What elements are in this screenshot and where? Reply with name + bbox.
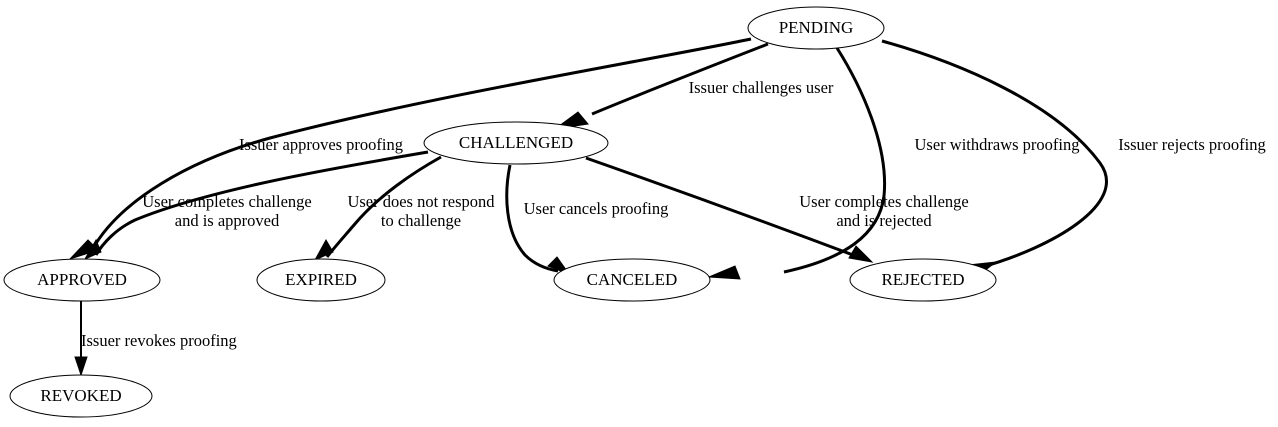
- edge-challenged-approved-arrowhead: [69, 239, 99, 260]
- edge-pending-rejected-path: [881, 39, 1108, 269]
- node-rejected-ellipse: [849, 258, 997, 302]
- edge-approved-revoked[interactable]: Issuer revokes proofing: [74, 301, 237, 377]
- edge-pending-challenged-path: [591, 42, 769, 116]
- node-approved[interactable]: APPROVED: [3, 258, 161, 302]
- node-rejected[interactable]: REJECTED: [849, 258, 997, 302]
- edge-challenged-canceled[interactable]: User cancels proofing: [505, 164, 669, 276]
- edge-challenged-expired-path: [325, 155, 442, 258]
- node-challenged[interactable]: CHALLENGED: [423, 121, 609, 165]
- edge-pending-approved-label: Issuer approves proofing: [239, 135, 403, 154]
- node-canceled[interactable]: CANCELED: [553, 258, 711, 302]
- edge-challenged-canceled-label: User cancels proofing: [524, 199, 669, 218]
- node-canceled-label: CANCELED: [587, 270, 678, 289]
- edge-pending-challenged[interactable]: Issuer challenges user: [554, 42, 834, 130]
- edge-challenged-approved-label-line2: and is approved: [175, 211, 280, 230]
- edge-challenged-expired-label-line1: User does not respond: [347, 192, 495, 211]
- node-canceled-ellipse: [553, 258, 711, 302]
- edge-pending-canceled-label: User withdraws proofing: [915, 135, 1080, 154]
- node-revoked-label: REVOKED: [40, 386, 121, 405]
- node-revoked-ellipse: [9, 374, 153, 418]
- edge-challenged-rejected-label-line2: and is rejected: [836, 211, 932, 230]
- node-expired-label: EXPIRED: [285, 270, 357, 289]
- edge-pending-rejected-label: Issuer rejects proofing: [1118, 135, 1266, 154]
- edge-challenged-rejected-arrowhead: [848, 245, 874, 263]
- edge-pending-approved-path: [90, 37, 752, 251]
- edge-challenged-expired[interactable]: User does not respond to challenge: [313, 155, 495, 262]
- edge-approved-revoked-arrowhead: [74, 356, 88, 377]
- edge-challenged-canceled-path: [505, 164, 559, 273]
- edge-challenged-expired-arrowhead: [313, 238, 334, 262]
- edge-pending-canceled[interactable]: User withdraws proofing: [708, 47, 1080, 280]
- edge-challenged-rejected-path: [585, 156, 862, 260]
- node-expired[interactable]: EXPIRED: [256, 258, 386, 302]
- node-revoked[interactable]: REVOKED: [9, 374, 153, 418]
- edge-pending-rejected[interactable]: Issuer rejects proofing: [881, 39, 1266, 279]
- edge-pending-canceled-arrowhead: [708, 265, 741, 280]
- edge-approved-revoked-label: Issuer revokes proofing: [81, 331, 237, 350]
- edge-challenged-approved-path: [94, 150, 429, 256]
- node-pending-label: PENDING: [779, 18, 854, 37]
- edge-pending-canceled-path: [783, 47, 887, 274]
- node-pending-ellipse: [747, 6, 885, 50]
- node-approved-label: APPROVED: [37, 270, 127, 289]
- edge-challenged-rejected[interactable]: User completes challenge and is rejected: [585, 156, 969, 263]
- node-pending[interactable]: PENDING: [747, 6, 885, 50]
- edge-challenged-rejected-label-line1: User completes challenge: [799, 192, 969, 211]
- edge-challenged-approved-label-line1: User completes challenge: [142, 192, 312, 211]
- edge-challenged-approved[interactable]: User completes challenge and is approved: [69, 150, 429, 260]
- node-expired-ellipse: [256, 258, 386, 302]
- node-rejected-label: REJECTED: [881, 270, 964, 289]
- node-challenged-ellipse: [423, 121, 609, 165]
- node-challenged-label: CHALLENGED: [459, 133, 573, 152]
- edge-pending-challenged-label: Issuer challenges user: [689, 78, 834, 97]
- edge-challenged-expired-label-line2: to challenge: [381, 211, 461, 230]
- node-approved-ellipse: [3, 258, 161, 302]
